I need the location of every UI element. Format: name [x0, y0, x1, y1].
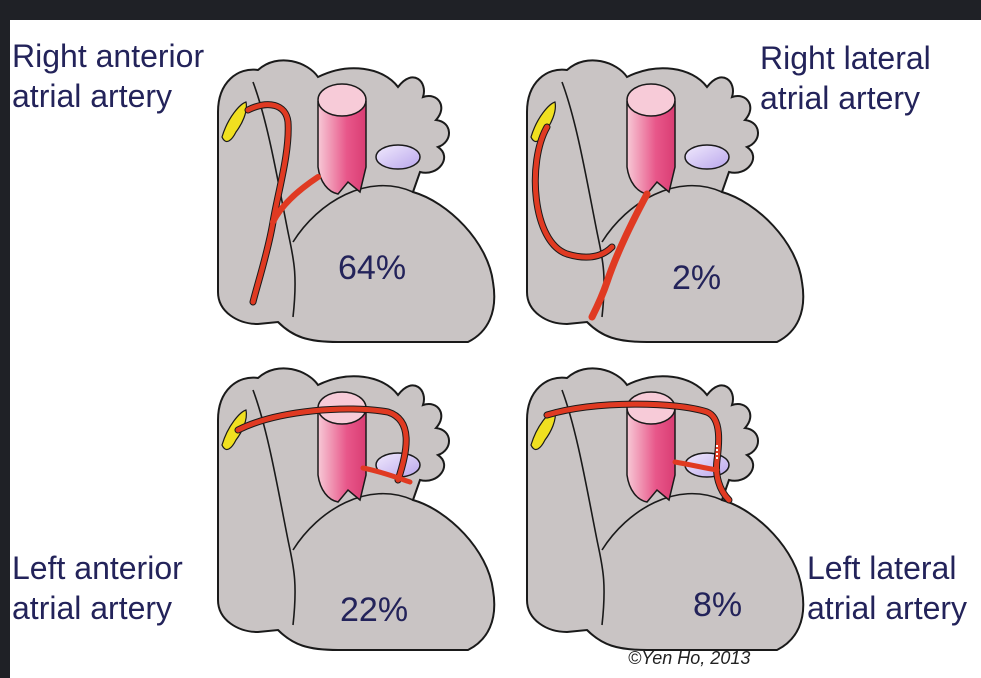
label-line-1: Right anterior	[12, 36, 204, 76]
percent-left-lateral: 8%	[693, 585, 742, 625]
label-line-1: Right lateral	[760, 38, 931, 78]
label-left-anterior: Left anterior atrial artery	[12, 548, 183, 628]
label-line-2: atrial artery	[12, 76, 204, 116]
percent-left-anterior: 22%	[340, 590, 408, 630]
label-right-lateral: Right lateral atrial artery	[760, 38, 931, 118]
slide: Right anterior atrial artery Right later…	[10, 20, 981, 678]
heart-panel-right-anterior	[218, 60, 494, 342]
label-line-2: atrial artery	[760, 78, 931, 118]
label-left-lateral: Left lateral atrial artery	[807, 548, 967, 628]
label-line-2: atrial artery	[12, 588, 183, 628]
label-line-1: Left anterior	[12, 548, 183, 588]
copyright-credit: ©Yen Ho, 2013	[628, 648, 750, 669]
percent-right-anterior: 64%	[338, 248, 406, 288]
label-line-2: atrial artery	[807, 588, 967, 628]
heart-panel-left-lateral	[527, 368, 803, 650]
label-line-1: Left lateral	[807, 548, 967, 588]
label-right-anterior: Right anterior atrial artery	[12, 36, 204, 116]
percent-right-lateral: 2%	[672, 258, 721, 298]
